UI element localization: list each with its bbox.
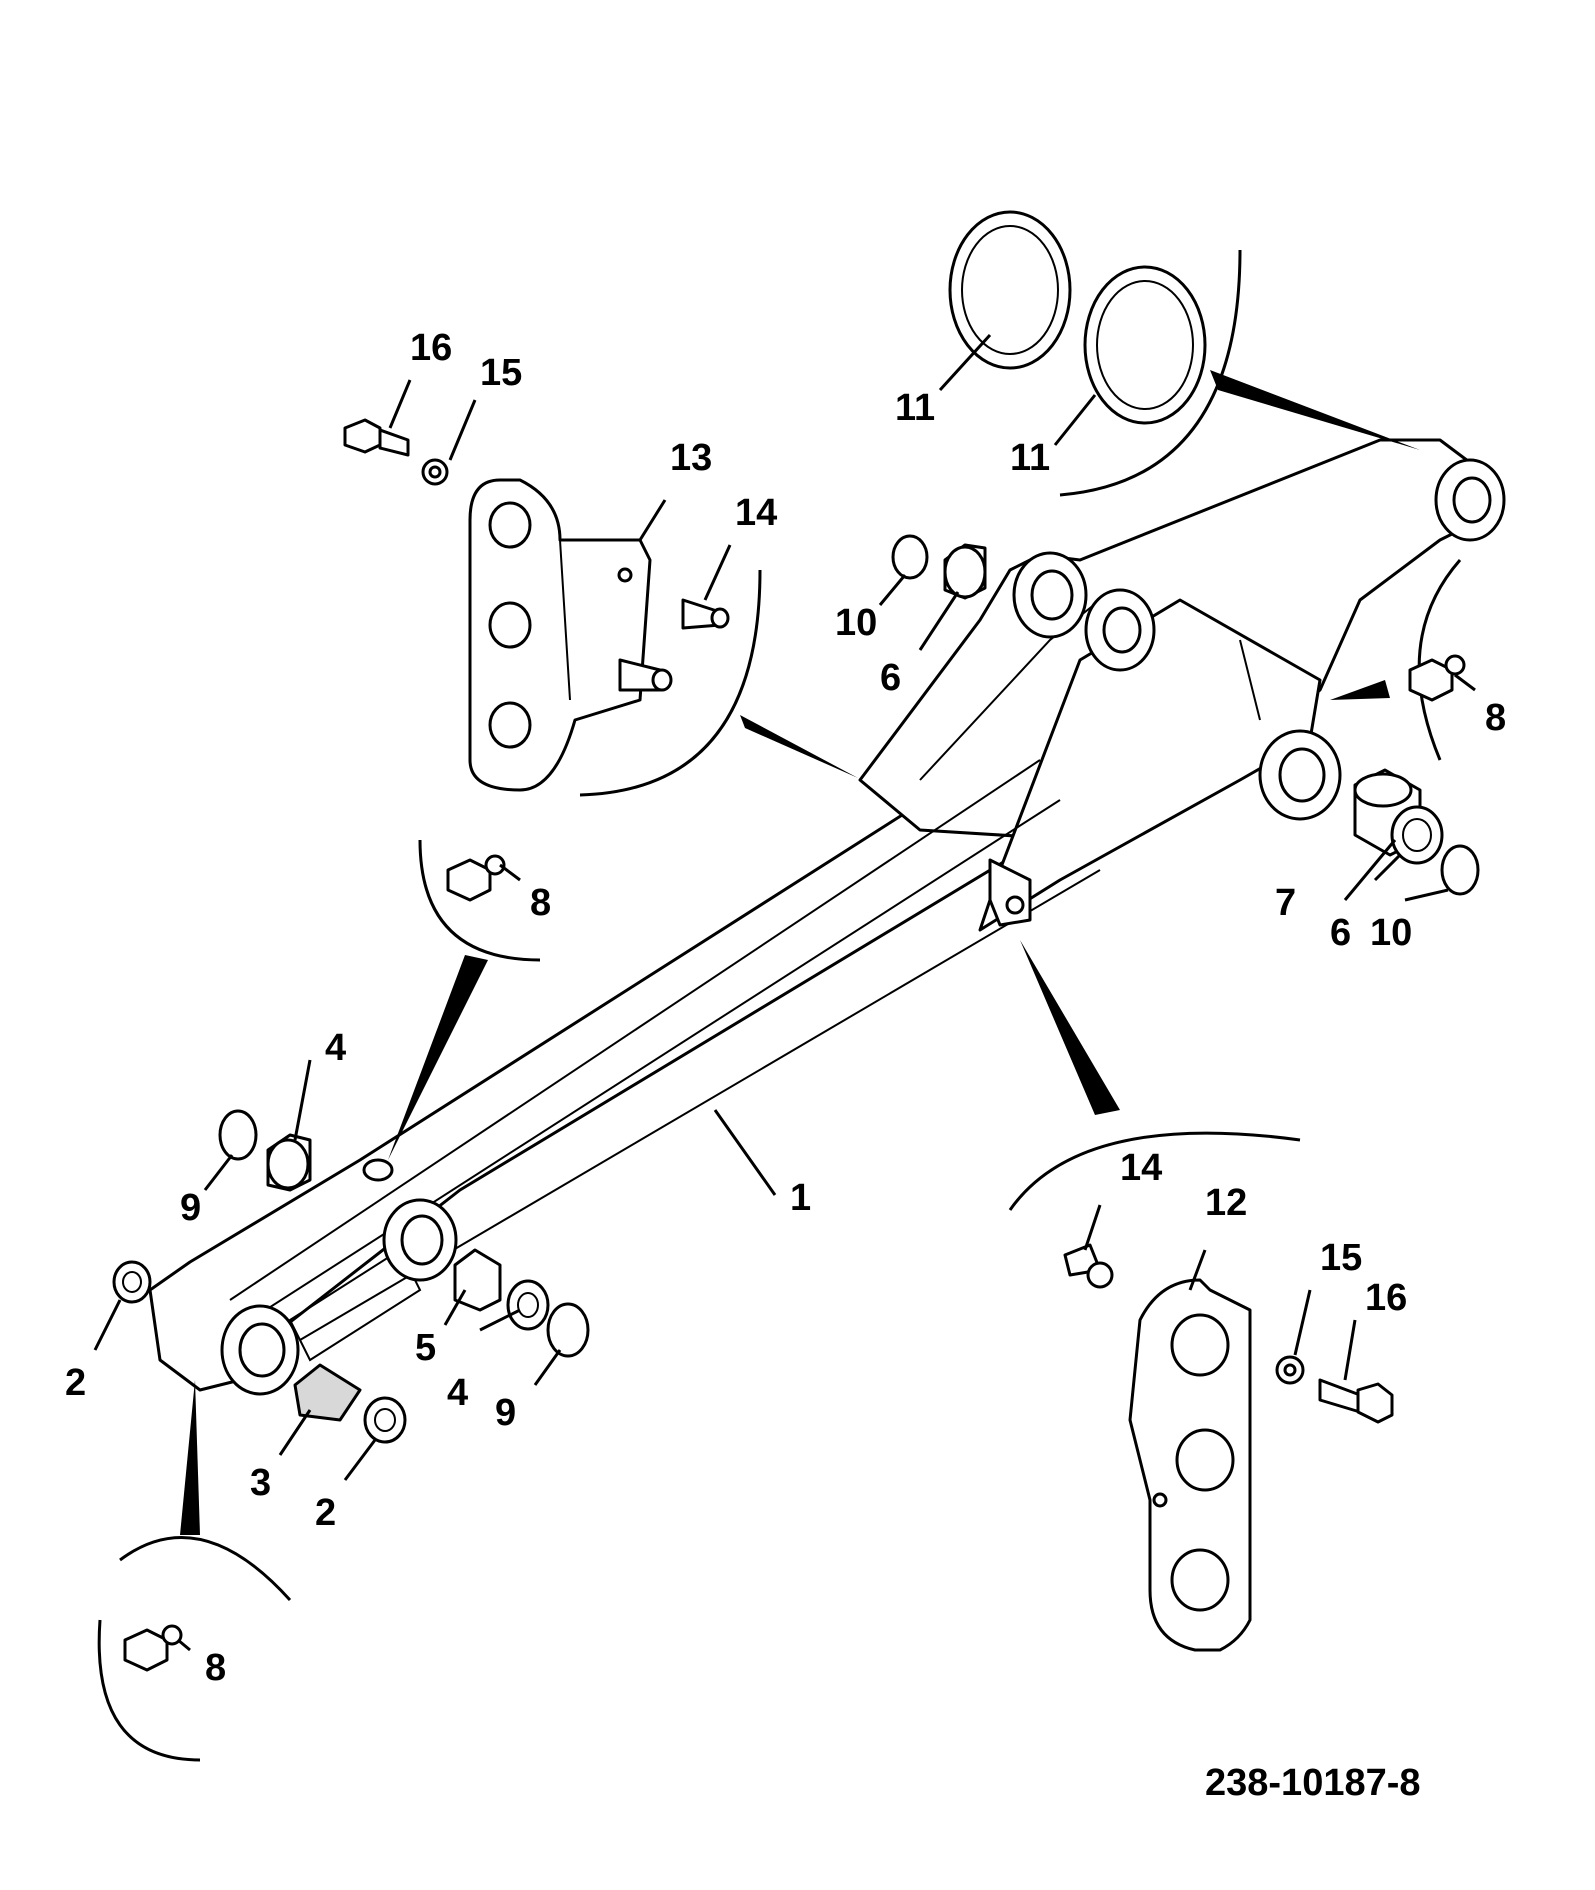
bushing-6-right xyxy=(1390,805,1444,865)
needle-bearing-3 xyxy=(293,1363,362,1422)
detail-pointers xyxy=(180,370,1420,1535)
callout-9-left: 9 xyxy=(180,1187,201,1229)
bushing-4-left xyxy=(266,1133,312,1192)
bolt-16-upper xyxy=(343,418,449,486)
detail-arcs xyxy=(97,249,1462,1762)
callout-16-upper: 16 xyxy=(410,327,452,369)
bushing-2-left xyxy=(112,1260,152,1304)
pin-14-upper xyxy=(618,598,730,692)
callout-10-right: 10 xyxy=(1370,912,1412,954)
callout-13: 13 xyxy=(670,437,712,479)
callout-12: 12 xyxy=(1205,1182,1247,1224)
callout-9-right: 9 xyxy=(495,1392,516,1434)
callout-15-lower: 15 xyxy=(1320,1237,1362,1279)
callout-3: 3 xyxy=(250,1462,271,1504)
ring-9-right xyxy=(546,1302,590,1358)
ring-10-upper xyxy=(891,534,929,580)
plate-12 xyxy=(1128,1278,1252,1652)
boom-arm xyxy=(148,438,1506,1396)
callout-6-right: 6 xyxy=(1330,912,1351,954)
callout-6-upper: 6 xyxy=(880,657,901,699)
callout-1: 1 xyxy=(790,1177,811,1219)
callout-14-lower: 14 xyxy=(1120,1147,1162,1189)
callout-10-upper: 10 xyxy=(835,602,877,644)
callout-4-left: 4 xyxy=(325,1027,346,1069)
grease-fitting-8-right xyxy=(1408,654,1466,702)
bolt-16-lower xyxy=(1318,1378,1394,1424)
callout-14-upper: 14 xyxy=(735,492,777,534)
pointer-plate-12 xyxy=(1020,940,1120,1115)
pointer-grease-8-left xyxy=(388,955,488,1160)
bracket-13 xyxy=(468,478,652,792)
drawing-number: 238-10187-8 xyxy=(1205,1762,1421,1804)
pin-14-lower xyxy=(1063,1243,1114,1289)
pointer-grease-8-right xyxy=(1330,680,1390,700)
bushing-4-right xyxy=(506,1279,550,1331)
callout-16-lower: 16 xyxy=(1365,1277,1407,1319)
bushing-6-upper xyxy=(943,543,987,600)
leader-lines xyxy=(93,333,1476,1652)
callout-11-right: 11 xyxy=(1010,437,1050,479)
ring-10-right xyxy=(1440,844,1480,896)
callout-7: 7 xyxy=(1275,882,1296,924)
bushing-5 xyxy=(453,1248,502,1312)
callout-8-bottom: 8 xyxy=(205,1647,226,1689)
grease-fitting-8-left xyxy=(446,854,506,902)
callout-8-right: 8 xyxy=(1485,697,1506,739)
washer-15-lower xyxy=(1275,1355,1305,1385)
callout-15-upper: 15 xyxy=(480,352,522,394)
callout-5: 5 xyxy=(415,1327,436,1369)
callout-11-left: 11 xyxy=(895,387,935,429)
callout-labels: 1 2 2 3 4 4 5 6 6 7 8 8 8 9 9 10 10 11 1… xyxy=(65,327,1506,1689)
pointer-bracket-13 xyxy=(740,715,858,778)
callout-8-left: 8 xyxy=(530,882,551,924)
washers-11 xyxy=(948,210,1207,425)
callout-4-right: 4 xyxy=(447,1372,468,1414)
grease-fitting-8-bottom xyxy=(123,1624,183,1672)
callout-2-right: 2 xyxy=(315,1492,336,1534)
pointer-washers-11 xyxy=(1210,370,1420,450)
callout-2-left: 2 xyxy=(65,1362,86,1404)
bushing-2-right xyxy=(363,1396,407,1444)
ring-9-left xyxy=(218,1109,258,1161)
pointer-grease-8-bottom xyxy=(180,1380,200,1535)
